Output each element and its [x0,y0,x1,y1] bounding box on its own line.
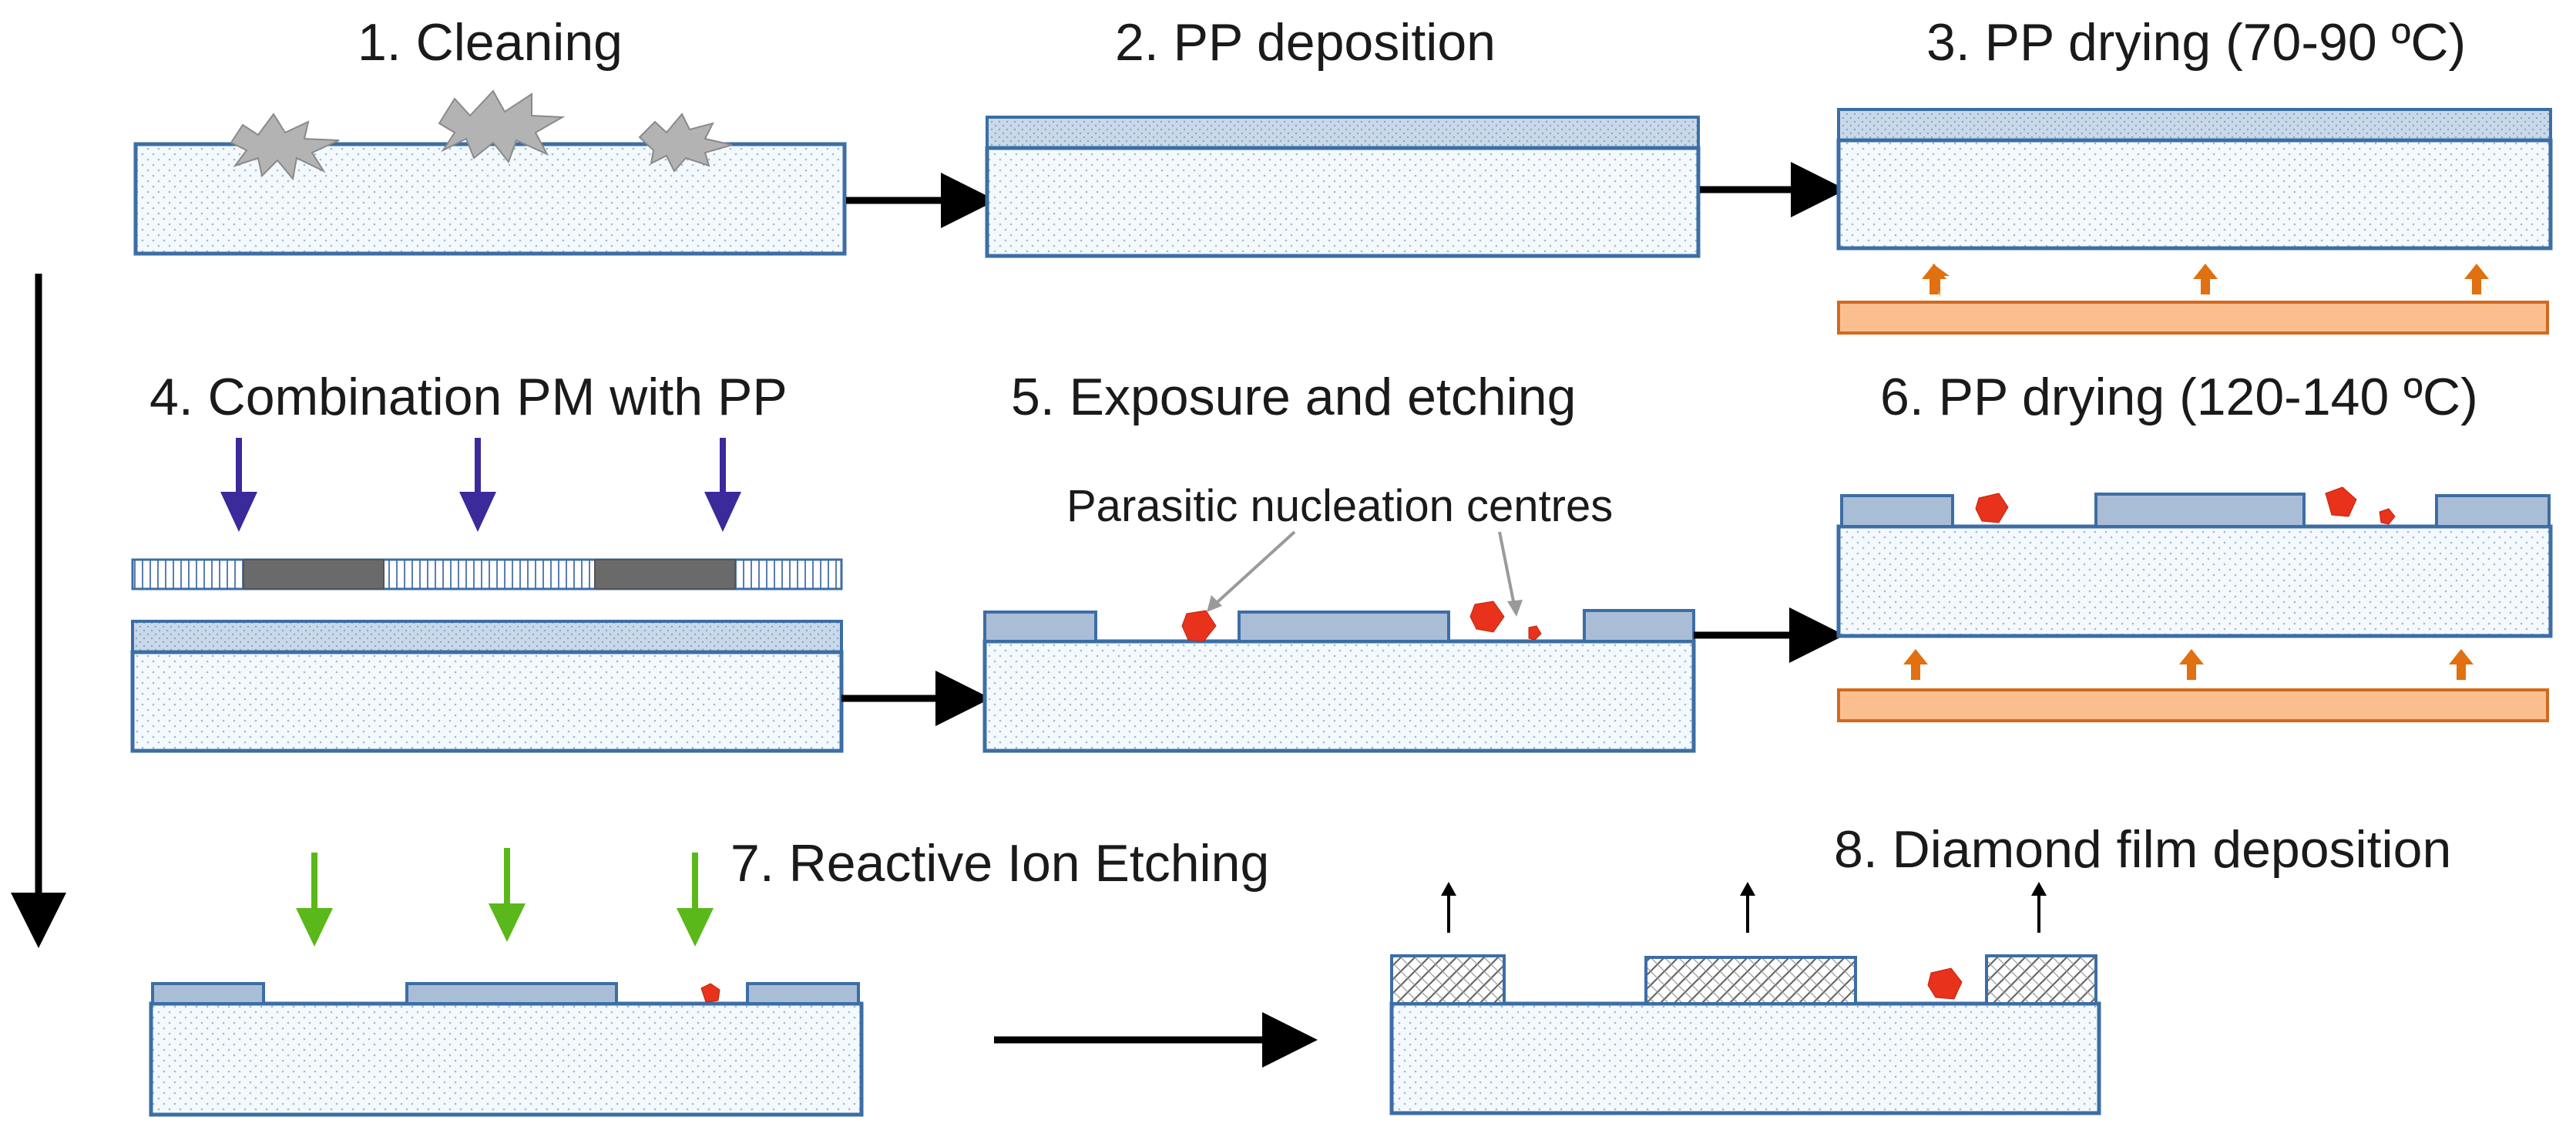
photoresist-pattern [2094,493,2306,528]
photoresist-layer [986,116,1700,150]
contaminant-particle [230,113,340,181]
up-arrow-icon [1922,264,1946,294]
down-arrow-icon [677,908,714,947]
up-arrow-icon [2193,264,2218,294]
substrate [985,146,1701,258]
callout-pointer [1498,531,1516,610]
hot-plate [1837,301,2549,335]
nucleation-centre [1927,967,1963,1000]
uv-exposure-arrows [220,438,741,532]
step-7-label: 7. Reactive Ion Etching [730,834,1269,893]
step-1-label: 1. Cleaning [358,13,623,72]
step-6-pp-drying [1836,486,2553,722]
up-arrow-icon [1740,882,1755,896]
down-arrow-icon [220,492,257,532]
step-8-label: 8. Diamond film deposition [1834,820,2451,879]
substrate [1836,524,2553,638]
photoresist-pattern [405,982,618,1005]
photoresist-pattern [1840,494,1954,528]
step-8-diamond-deposition [1389,882,2101,1115]
substrate [149,1001,864,1117]
down-arrow-icon [489,903,526,942]
substrate [133,142,847,256]
nucleation-centre [1528,625,1542,641]
down-arrow-icon [704,492,741,532]
substrate [1836,138,2553,251]
photoresist-pattern [1238,611,1450,643]
up-arrow-icon [2449,649,2474,680]
step-2-label: 2. PP deposition [1115,13,1496,72]
step-7-reactive-ion-etching [149,848,864,1117]
step-3-label: 3. PP drying (70-90 ºC) [1926,13,2466,72]
contaminant-particle [438,89,566,164]
callout-pointer [1208,530,1296,611]
down-arrow-icon [459,492,496,532]
step-2-pp-deposition [985,116,1701,258]
contaminant-particle [638,113,733,173]
up-arrow-icon [2031,882,2047,896]
substrate [130,650,844,753]
nucleation-centre [1181,610,1217,642]
step-1-cleaning [133,89,847,256]
up-arrow-icon [2464,264,2489,294]
photoresist-pattern [983,611,1097,643]
step-4-mask-combination [130,438,844,753]
step-5-exposure-etching: Parasitic nucleation centres [982,481,1696,753]
photoresist-pattern [151,982,265,1005]
diamond-film [1985,954,2097,1005]
photoresist-pattern [2435,494,2551,528]
up-arrow-icon [1441,882,1456,896]
diamond-film [1390,954,1506,1005]
nucleation-centre [1469,600,1505,633]
nucleation-centre [2325,486,2357,517]
mask-opaque-region [243,559,385,590]
step-5-label: 5. Exposure and etching [1011,368,1576,426]
nucleation-callout-label: Parasitic nucleation centres [1066,481,1613,531]
photoresist-layer [1837,108,2552,142]
callout-pointer-head [1207,595,1222,612]
up-arrow-icon [1903,649,1928,680]
step-4-label: 4. Combination PM with PP [149,368,788,426]
step-6-label: 6. PP drying (120-140 ºC) [1880,368,2478,426]
hot-plate [1837,688,2549,722]
photoresist-pattern [1583,609,1695,643]
down-arrow-icon [296,908,333,947]
step-3-pp-drying [1836,108,2553,335]
rie-arrows [296,848,714,947]
diamond-film [1644,956,1857,1005]
substrate [982,639,1696,753]
substrate [1389,1001,2101,1115]
photoresist-layer [131,620,843,654]
nucleation-centre [1975,493,2009,523]
nucleation-centre [700,983,720,1003]
up-arrow-icon [2179,649,2204,680]
photoresist-pattern [746,982,860,1005]
nucleation-centre [2379,508,2396,525]
callout-pointer-head [1507,600,1523,617]
growth-arrows [1441,882,2047,933]
mask-opaque-region [594,559,736,590]
